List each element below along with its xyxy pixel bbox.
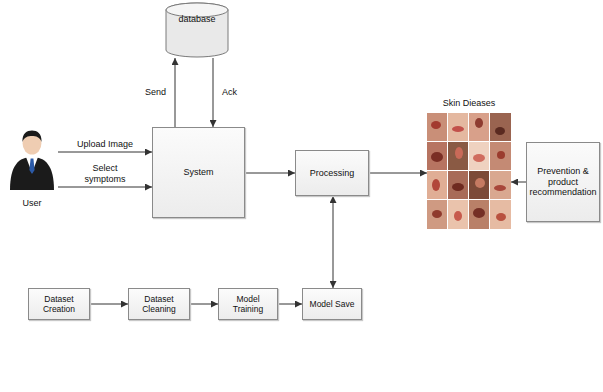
lesion — [496, 213, 506, 221]
lesion — [475, 178, 485, 188]
node-label: database — [178, 14, 215, 25]
lesion — [495, 127, 505, 135]
flow-arrow — [175, 58, 176, 127]
node-label: User — [6, 198, 58, 209]
tile — [490, 142, 511, 170]
node-label: Model Training — [222, 294, 274, 314]
user-tie — [29, 159, 34, 175]
tile — [427, 142, 447, 170]
user-icon — [7, 128, 57, 190]
panel-heading: Skin Dieases — [427, 98, 511, 109]
flow-arrow — [58, 152, 152, 153]
edge-label: Upload Image — [72, 139, 138, 149]
flow-arrow — [511, 182, 526, 183]
flow-arrow — [369, 173, 427, 174]
cylinder-body — [166, 3, 228, 57]
node-label: System — [183, 167, 213, 178]
lesion — [494, 185, 506, 191]
tile — [448, 200, 468, 229]
lesion — [473, 208, 485, 218]
tile — [427, 200, 447, 229]
user-shirt — [26, 157, 38, 173]
edge-label: Select symptoms — [80, 163, 130, 184]
tile — [469, 142, 489, 170]
pipeline-box: Dataset Cleaning — [128, 288, 190, 320]
user-actor: User — [6, 128, 58, 214]
lesion — [452, 126, 464, 132]
tile — [469, 113, 489, 141]
tile — [427, 171, 447, 199]
output-box: Prevention & product recommendation — [526, 142, 600, 222]
node-label: Dataset Cleaning — [132, 294, 186, 314]
pipeline-box: Model Save — [302, 288, 362, 320]
lesion — [431, 121, 441, 129]
tile — [448, 142, 468, 170]
image-panel: Skin Dieases — [427, 98, 511, 229]
edge-label: Send — [144, 87, 167, 97]
process-box: Processing — [295, 150, 369, 196]
tile — [448, 113, 468, 141]
lesion — [452, 183, 464, 191]
flow-arrow — [333, 196, 334, 288]
node-label: Prevention & product recommendation — [529, 166, 596, 198]
flow-arrow — [90, 304, 128, 305]
lesion — [432, 210, 442, 218]
user-face — [23, 132, 42, 155]
lesion — [475, 118, 483, 128]
lesion — [455, 147, 463, 159]
tile — [469, 171, 489, 199]
edge-label: Ack — [221, 87, 238, 97]
user-hair — [22, 131, 41, 143]
database-cylinder: database — [165, 2, 229, 58]
pipeline-box: Dataset Creation — [28, 288, 90, 320]
flow-arrow — [190, 304, 218, 305]
flow-arrow — [245, 173, 295, 174]
flow-arrow — [58, 187, 152, 188]
skin-disease-collage — [427, 113, 511, 229]
tile — [448, 171, 468, 199]
node-label: Model Save — [310, 299, 355, 309]
tile — [490, 171, 511, 199]
lesion — [473, 154, 485, 162]
tile — [427, 113, 447, 141]
flow-arrow — [213, 58, 214, 127]
node-label: Processing — [310, 168, 355, 179]
lesion — [432, 179, 440, 191]
node-label: Dataset Creation — [32, 294, 86, 314]
lesion — [431, 152, 443, 162]
tile — [490, 200, 511, 229]
pipeline-box: Model Training — [218, 288, 278, 320]
system-box: System — [152, 127, 245, 218]
tile — [469, 200, 489, 229]
collage-ground — [427, 113, 511, 229]
lesion — [454, 211, 462, 221]
lesion — [497, 151, 505, 159]
tile — [490, 113, 511, 141]
cylinder-outline — [165, 2, 229, 58]
user-body — [10, 157, 54, 190]
flow-arrow — [278, 304, 302, 305]
